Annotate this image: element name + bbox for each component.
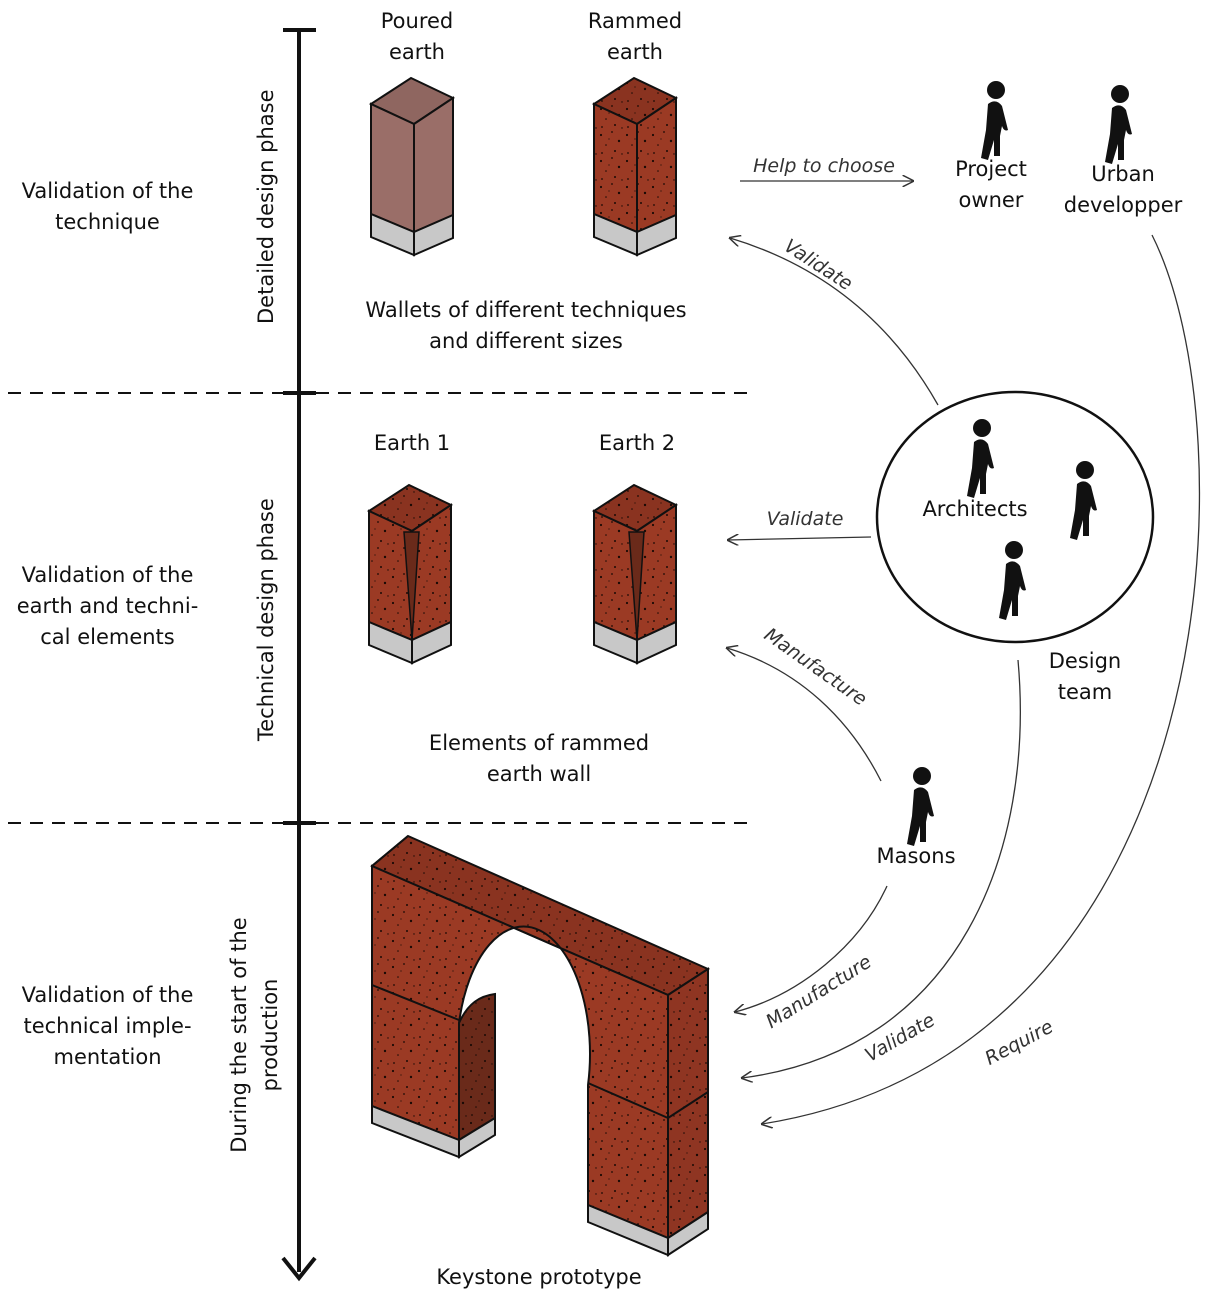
label-earth-2: Earth 2 [598, 431, 676, 455]
caption-keystone: Keystone prototype [436, 1265, 642, 1289]
earth-2-element [591, 483, 679, 665]
actor-project-owner: Project owner [955, 157, 1027, 212]
phase-label-technical-design: Technical design phase [254, 498, 278, 741]
person-mason-icon [907, 767, 934, 846]
label-require: Require [981, 1016, 1056, 1070]
arrow-manufacture-low [735, 885, 888, 1012]
actor-masons: Masons [876, 844, 956, 868]
label-poured-earth: Poured earth [380, 9, 454, 64]
label-manufacture-low: Manufacture [762, 951, 875, 1033]
caption-wallets: Wallets of different techniques and diff… [365, 298, 687, 353]
person-architect-2-icon [1070, 461, 1097, 540]
arrow-validate-top [730, 238, 939, 406]
arrow-validate-low [742, 659, 1021, 1078]
earth-1-element [366, 483, 454, 665]
person-architect-3-icon [999, 541, 1026, 620]
rammed-earth-wallet [591, 76, 679, 257]
arrow-require [762, 234, 1201, 1124]
timeline [281, 28, 317, 1282]
label-rammed-earth: Rammed earth [587, 9, 683, 64]
person-architect-1-icon [967, 419, 994, 498]
actor-urban-developer: Urban developper [1063, 162, 1183, 217]
poured-earth-wallet [368, 76, 456, 257]
label-earth-1: Earth 1 [373, 431, 451, 455]
actor-design-team: Design team [1048, 649, 1122, 704]
actor-architects: Architects [922, 497, 1028, 521]
label-validate-top: Validate [780, 235, 856, 295]
caption-elements: Elements of rammed earth wall [428, 731, 650, 786]
arrow-validate-mid [728, 537, 872, 540]
phase-label-detailed-design: Detailed design phase [254, 89, 278, 325]
person-project-owner-icon [981, 81, 1008, 160]
keystone-prototype [370, 834, 711, 1257]
validation-label-technique: Validation of the technique [21, 179, 194, 234]
person-urban-developer-icon [1105, 85, 1132, 164]
timeline-arrowhead [281, 1256, 317, 1282]
label-validate-mid: Validate [767, 508, 844, 530]
arrow-manufacture-mid [727, 648, 882, 782]
phase-label-production: During the start of the production [227, 917, 282, 1153]
label-help-to-choose: Help to choose [753, 155, 895, 177]
validation-label-earth-elements: Validation of the earth and techni- cal … [16, 563, 199, 649]
label-validate-low: Validate [861, 1009, 939, 1066]
design-team-circle [875, 390, 1155, 644]
label-manufacture-mid: Manufacture [760, 624, 871, 711]
validation-label-implementation: Validation of the technical imple- menta… [21, 983, 194, 1069]
